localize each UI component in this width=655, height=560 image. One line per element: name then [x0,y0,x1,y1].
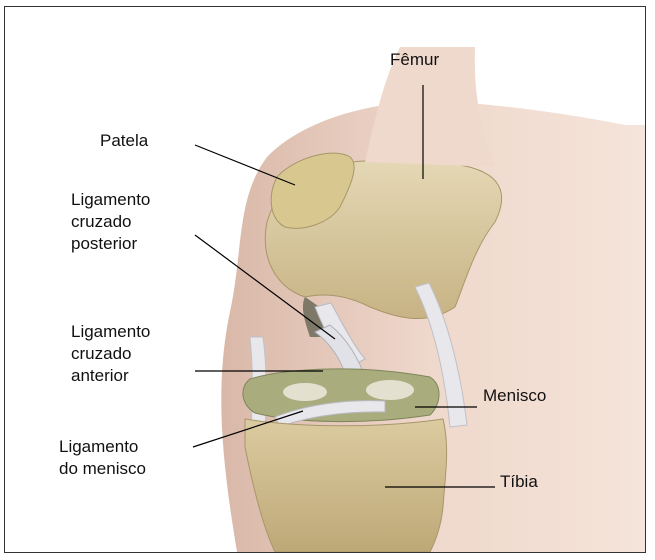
figure-frame: Fêmur Patela Ligamento cruzado posterior… [4,6,646,553]
label-femur: Fêmur [390,49,439,71]
label-ligamento-cruzado-posterior: Ligamento cruzado posterior [71,189,150,255]
tibia-bone [245,419,447,552]
label-tibia: Tíbia [500,471,538,493]
label-ligamento-do-menisco: Ligamento do menisco [59,436,146,480]
label-patela: Patela [100,130,148,152]
label-menisco: Menisco [483,385,546,407]
label-ligamento-cruzado-anterior: Ligamento cruzado anterior [71,321,150,387]
